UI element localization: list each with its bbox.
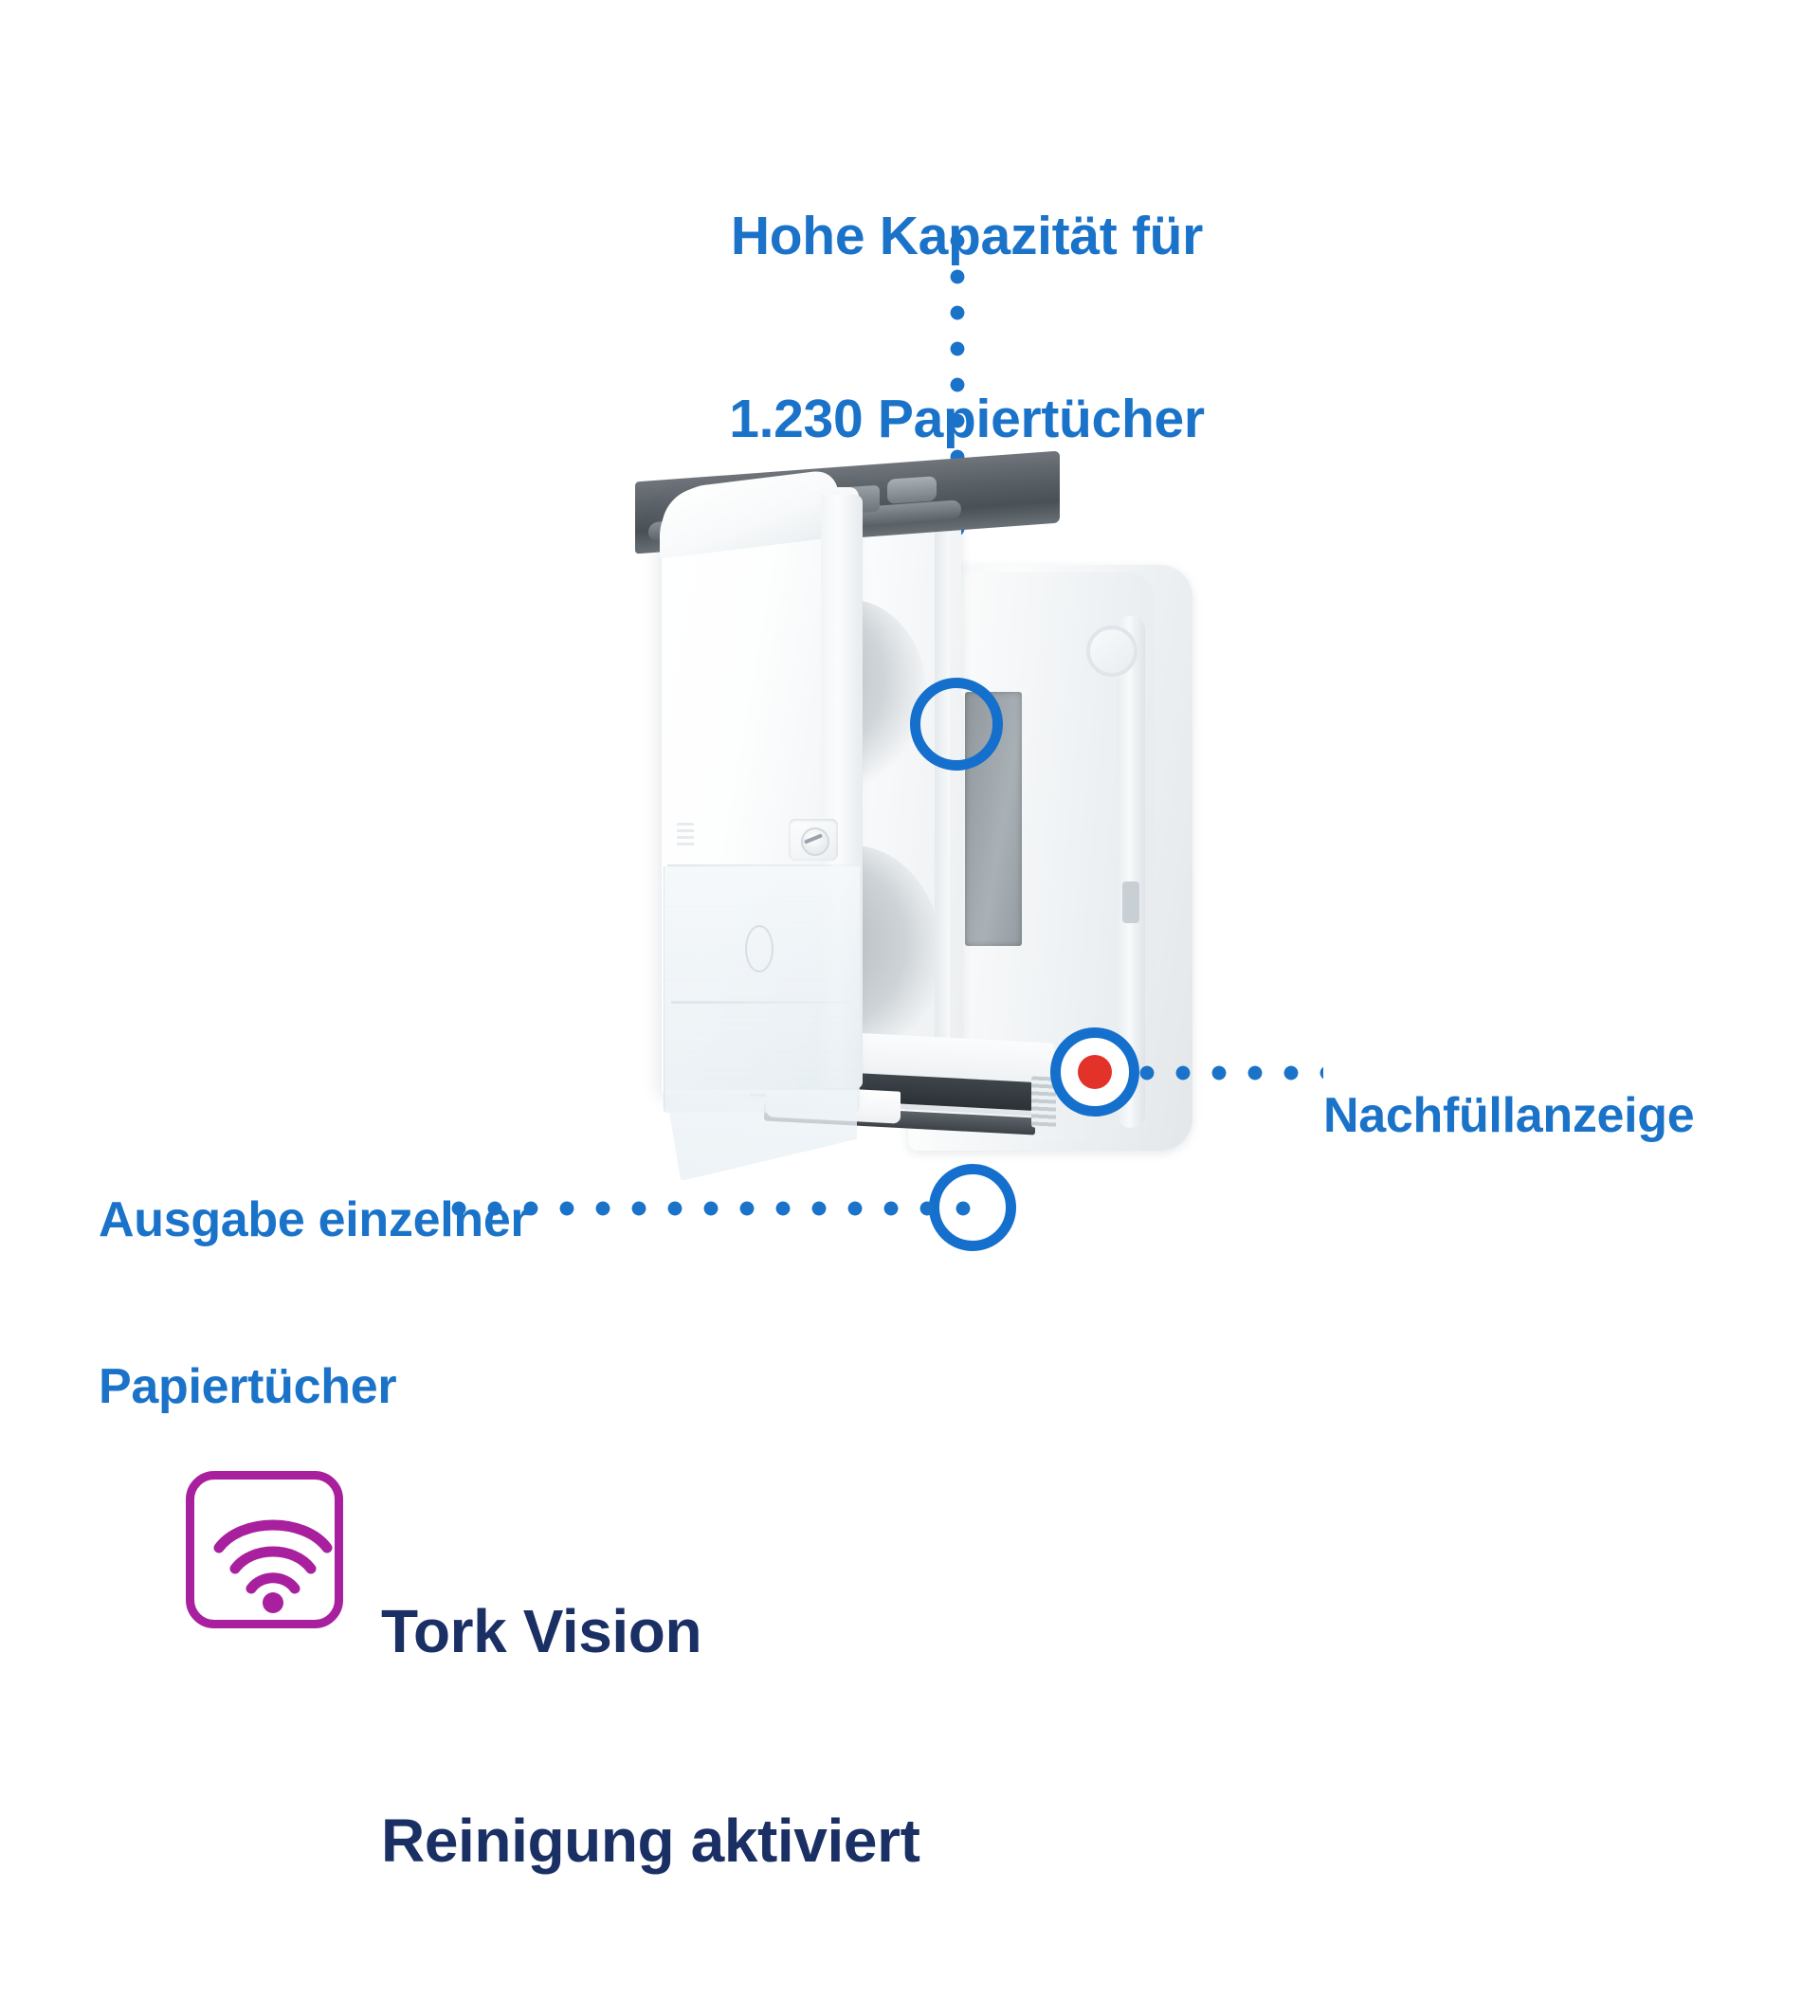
dispenser-window-lip: [961, 686, 1029, 696]
tork-vision-badge-text: Tork Vision Reinigung aktiviert: [381, 1458, 920, 2016]
callout-capacity-line2: 1.230 Papiertücher: [729, 389, 1205, 450]
wifi-icon: [186, 1471, 343, 1628]
dispenser-channel-rib: [1122, 881, 1139, 923]
dispenser-guide-edge: [935, 512, 950, 1092]
dispenser-mechanism-nub-right: [887, 476, 937, 504]
dispenser-cover-branding: [677, 823, 694, 847]
callout-capacity-line1: Hohe Kapazität für: [730, 205, 1204, 266]
dispenser-cover-seam-lower: [671, 1001, 851, 1004]
dispenser-cover-seam-upper: [667, 864, 855, 867]
leader-line-refill: [1134, 1065, 1323, 1081]
dispenser-cover-translucent-skirt: [664, 866, 860, 1113]
badge-line2: Reinigung aktiviert: [381, 1806, 920, 1875]
dispenser-cover-oval-detail: [745, 925, 774, 972]
marker-ring-capacity: [910, 678, 1003, 771]
dispenser-hinge-knob: [1086, 626, 1138, 677]
leader-line-dispense: [446, 1201, 976, 1216]
dispenser-cover-skirt-tip: [665, 1090, 857, 1181]
tork-vision-badge: Tork Vision Reinigung aktiviert: [186, 1458, 1134, 1875]
badge-line1: Tork Vision: [381, 1597, 702, 1666]
product-dispenser-illustration: [635, 450, 1242, 1213]
marker-ring-refill-indicator: [1050, 1027, 1139, 1117]
callout-refill-label: Nachfüllanzeige: [1323, 1088, 1695, 1143]
infographic-canvas: Hohe Kapazität für 1.230 Papiertücher: [0, 0, 1820, 1820]
callout-capacity-text: Hohe Kapazität für 1.230 Papiertücher: [0, 83, 1820, 572]
callout-dispense-line2: Papiertücher: [99, 1358, 397, 1414]
